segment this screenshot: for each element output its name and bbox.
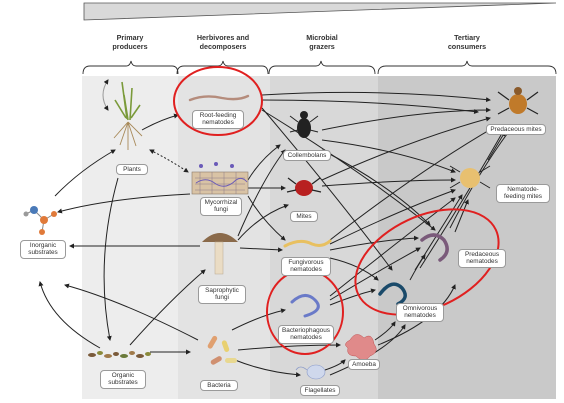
header-tertiary-consumers: Tertiary consumers	[447, 33, 487, 51]
collembolan-icon	[289, 111, 319, 138]
plant-icon	[113, 81, 143, 150]
fungivorous-nematode-icon	[283, 239, 332, 248]
mite-icon	[286, 177, 322, 196]
node-omnivorous-nematodes: Omnivorous nematodes	[396, 303, 444, 322]
highlight-circles	[173, 66, 500, 355]
plant-cycle-arrow	[102, 79, 109, 111]
node-bacteriophagous-nematodes: Bacteriophagous nematodes	[278, 325, 334, 344]
mushroom-icon	[202, 233, 238, 275]
amoeba-icon	[345, 334, 377, 361]
header-herbivores-decomposers: Herbivores and decomposers	[196, 33, 250, 51]
flagellate-icon	[295, 364, 326, 380]
bacteria-icon	[207, 335, 237, 365]
leaf-litter-icon	[88, 351, 151, 358]
node-bacteria: Bacteria	[200, 380, 238, 392]
predaceous-nematode-icon	[420, 233, 449, 262]
node-root-feeding-nematodes: Root-feeding nematodes	[192, 110, 244, 129]
arrow-layer	[38, 91, 511, 378]
node-inorganic-substrates: Inorganic substrates	[20, 240, 66, 259]
node-flagellates: Flagellates	[300, 385, 340, 397]
node-saprophytic-fungi: Saprophytic fungi	[198, 285, 246, 304]
node-amoeba: Amoeba	[348, 359, 380, 371]
root-feeding-nematode-icon	[188, 94, 250, 102]
nematode-feeding-mite-icon	[449, 165, 491, 189]
omnivorous-nematode-icon	[378, 282, 407, 306]
bacteriophagous-nematode-icon	[290, 294, 320, 318]
node-mites: Mites	[290, 211, 318, 223]
node-predaceous-mites: Predaceous mites	[486, 124, 546, 136]
node-organic-substrates: Organic substrates	[100, 370, 146, 389]
predaceous-mite-icon	[497, 87, 539, 115]
node-plants: Plants	[116, 164, 148, 176]
column-braces	[82, 60, 557, 75]
node-mycorrhizal-fungi: Mycorrhizal fungi	[200, 197, 242, 216]
node-fungivorous-nematodes: Fungivorous nematodes	[281, 257, 331, 276]
node-nematode-feeding-mites: Nematode- feeding mites	[496, 184, 550, 203]
molecule-icon	[23, 206, 57, 235]
trophic-gradient-wedge	[83, 2, 557, 21]
mycorrhizal-fungi-icon	[191, 162, 249, 195]
header-microbial-grazers: Microbial grazers	[306, 33, 338, 51]
node-collembolans: Collembolans	[283, 150, 331, 162]
header-primary-producers: Primary producers	[112, 33, 148, 51]
plant-mycorrhiza-link	[149, 149, 189, 173]
node-predaceous-nematodes: Predaceous nematodes	[458, 249, 506, 268]
